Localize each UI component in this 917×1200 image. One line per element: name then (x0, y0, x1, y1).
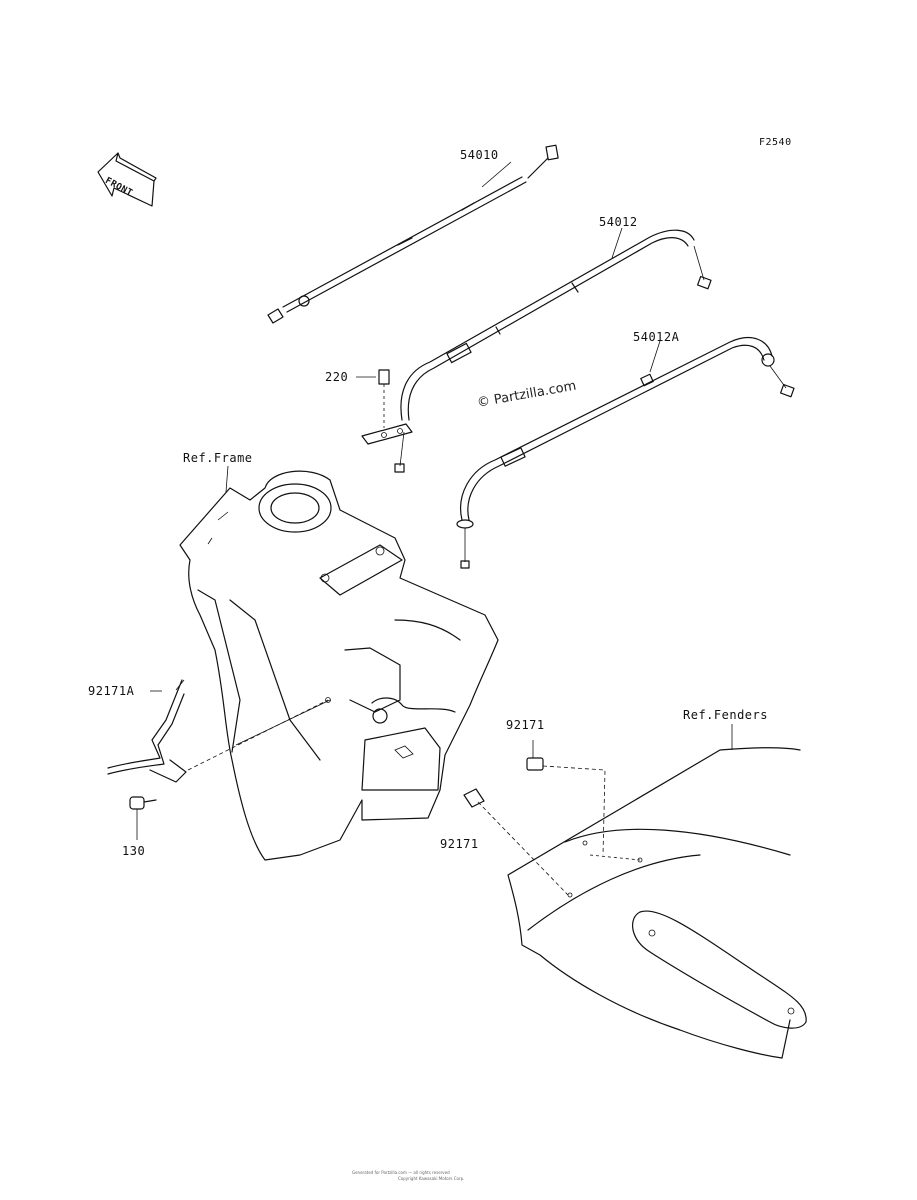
callout-54012a[interactable]: 54012A (633, 330, 680, 344)
clamp-92171-top (526, 740, 606, 856)
front-arrow-icon (97, 152, 157, 207)
cable-54010 (267, 144, 559, 324)
callout-220[interactable]: 220 (325, 370, 349, 384)
callout-54010[interactable]: 54010 (460, 148, 499, 162)
footer-line-1: Generated for Partzilla.com — all rights… (352, 1170, 450, 1175)
callout-54012[interactable]: 54012 (599, 215, 638, 229)
callout-ref-fenders[interactable]: Ref.Fenders (683, 708, 768, 722)
cable-54012 (361, 229, 712, 473)
cable-54012a (456, 337, 795, 569)
callout-130[interactable]: 130 (122, 844, 146, 858)
callout-92171-top[interactable]: 92171 (506, 718, 545, 732)
clamp-92171-bottom (463, 788, 569, 896)
callout-92171a[interactable]: 92171A (88, 684, 135, 698)
callout-92171-bottom[interactable]: 92171 (440, 837, 479, 851)
fender-outline (507, 724, 807, 1059)
figure-code: F2540 (759, 137, 792, 148)
frame-outline (179, 470, 499, 861)
hose-clamp-92171a (107, 679, 187, 783)
callout-ref-frame[interactable]: Ref.Frame (183, 451, 253, 465)
bolt-130 (129, 796, 157, 840)
footer-line-2: Copyright Kawasaki Motors Corp. (398, 1176, 465, 1181)
